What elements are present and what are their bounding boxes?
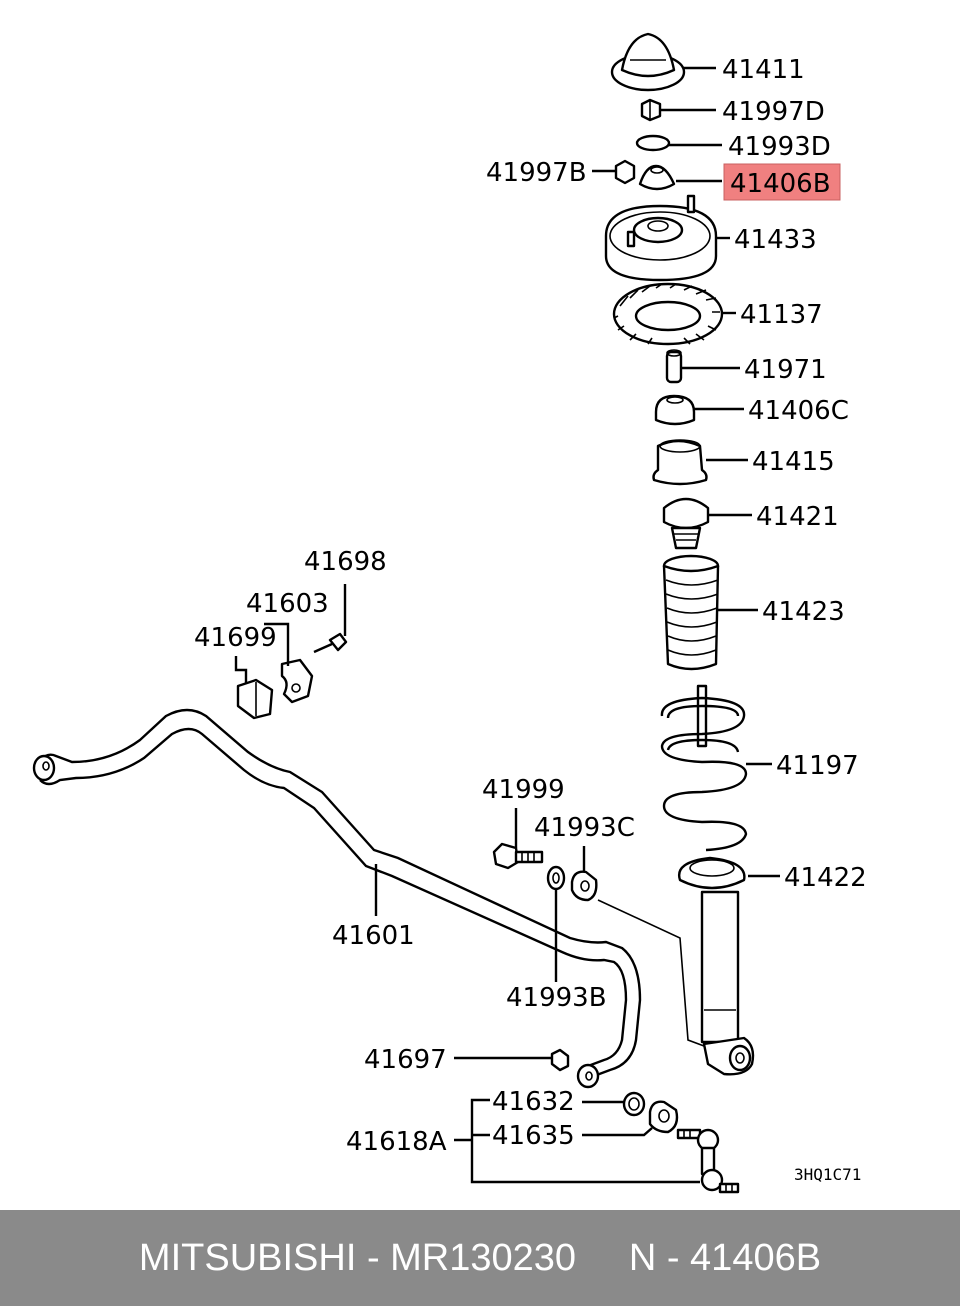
label-41603: 41603 (246, 589, 329, 619)
part-41698-drawing (313, 632, 348, 654)
part-41993B-drawing (546, 865, 566, 891)
label-41632: 41632 (492, 1087, 575, 1117)
label-41971: 41971 (744, 355, 827, 385)
label-41697: 41697 (364, 1045, 447, 1075)
part-41971-drawing (665, 349, 683, 384)
label-41699: 41699 (194, 623, 277, 653)
label-41423: 41423 (762, 597, 845, 627)
part-41601-drawing (32, 708, 642, 1089)
part-41635-drawing (648, 1100, 679, 1134)
part-41997D-drawing (640, 98, 662, 122)
part-41406B-drawing (638, 164, 676, 191)
part-41423-drawing (662, 554, 720, 671)
part-41433-drawing (604, 194, 718, 282)
part-41137-drawing (612, 282, 724, 346)
label-41415: 41415 (752, 447, 835, 477)
part-41603-drawing (280, 658, 314, 704)
label-41618A: 41618A (346, 1127, 447, 1157)
label-41197: 41197 (776, 751, 859, 781)
part-41421-drawing (662, 497, 710, 550)
part-41697-drawing (550, 1048, 570, 1072)
part-41406C-drawing (654, 394, 696, 426)
footer-part-info: MITSUBISHI - MR130230 N - 41406B (138, 1236, 822, 1279)
part-41422-drawing (677, 856, 755, 1076)
label-41997B: 41997B (486, 158, 587, 188)
label-41993D: 41993D (728, 132, 831, 162)
diagram-code: 3HQ1C71 (794, 1165, 861, 1184)
part-41197-drawing (660, 684, 748, 852)
footer-bar: MITSUBISHI - MR130230 N - 41406B (0, 1210, 960, 1306)
part-41699-drawing (236, 678, 274, 720)
part-41997B-drawing (614, 159, 636, 185)
label-41993C: 41993C (534, 813, 635, 843)
label-41406B: 41406B (730, 169, 831, 199)
label-41999: 41999 (482, 775, 565, 805)
label-41635: 41635 (492, 1121, 575, 1151)
label-41433: 41433 (734, 225, 817, 255)
label-41421: 41421 (756, 502, 839, 532)
label-41997D: 41997D (722, 97, 825, 127)
part-41993D-drawing (635, 134, 671, 152)
label-41137: 41137 (740, 300, 823, 330)
label-41422: 41422 (784, 863, 867, 893)
label-41698: 41698 (304, 547, 387, 577)
part-41632-drawing (622, 1091, 646, 1117)
parts-diagram: 41411 41997D 41993D 41997B 41406B 41433 … (32, 32, 867, 1194)
label-41406C: 41406C (748, 396, 849, 426)
part-41415-drawing (652, 439, 708, 486)
part-41993C-drawing (570, 870, 598, 902)
label-41993B: 41993B (506, 983, 607, 1013)
part-41999-drawing (492, 842, 544, 870)
label-41411: 41411 (722, 55, 805, 85)
part-41618A-drawing (676, 1128, 740, 1194)
highlight-box (723, 163, 841, 201)
part-41411-drawing (610, 32, 686, 92)
label-41601: 41601 (332, 921, 415, 951)
